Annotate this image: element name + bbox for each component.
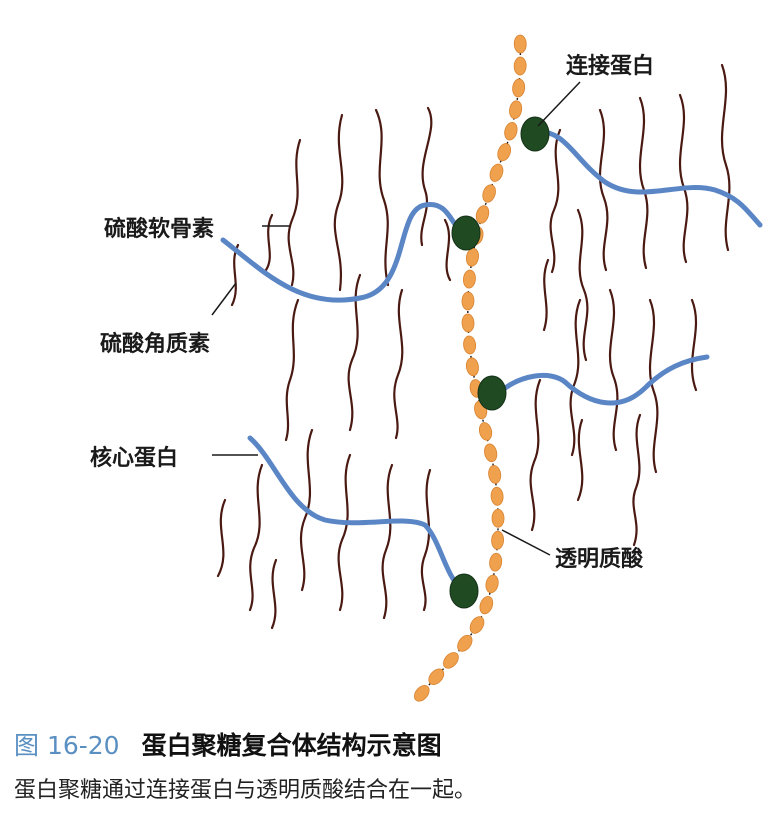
label-core-protein: 核心蛋白 [90, 446, 179, 471]
hyaluronic-acid-bead [509, 100, 523, 120]
hyaluronic-acid-bead [461, 313, 475, 333]
gag-chain [284, 298, 300, 442]
gag-chain [333, 113, 344, 292]
gag-chain [690, 298, 698, 392]
gag-chain [420, 106, 433, 247]
gag-chain [608, 288, 619, 452]
gag-chain [420, 468, 432, 612]
link-protein-node [449, 573, 479, 609]
leader-hyaluronic [501, 529, 551, 556]
gag-chain [678, 93, 689, 264]
hyaluronic-acid-bead [465, 247, 479, 267]
gag-chain [529, 378, 542, 532]
hyaluronic-acid-bead [482, 184, 496, 203]
core-protein-strand [247, 435, 465, 593]
hyaluronic-acid-bead [479, 595, 494, 615]
hyaluronic-acid-bead [462, 269, 476, 289]
proteoglycan-aggregate-diagram [211, 34, 763, 702]
core-protein-strand [220, 202, 467, 303]
gag-chain [287, 138, 302, 287]
link-protein-node [451, 215, 481, 251]
figure-description: 蛋白聚糖通过连接蛋白与透明质酸结合在一起。 [14, 778, 477, 803]
hyaluronic-acid-bead [513, 56, 527, 76]
hyaluronic-acid-bead [465, 357, 479, 377]
figure-number: 图 16-20 [14, 731, 120, 760]
link-protein-node [520, 116, 550, 152]
gag-side-chains [216, 63, 731, 630]
link-proteins [449, 116, 550, 609]
leader-link-protein [537, 81, 581, 127]
gag-chain [542, 258, 550, 332]
gag-chain [648, 298, 659, 474]
hyaluronic-acid-bead [485, 574, 499, 594]
gag-chain [443, 218, 452, 282]
hyaluronic-acid-bead [489, 552, 503, 572]
hyaluronic-acid-bead [491, 508, 505, 528]
hyaluronic-acid-bead [478, 422, 493, 441]
label-chondroitin-sulfate: 硫酸软骨素 [104, 217, 215, 242]
hyaluronic-acid-bead [513, 34, 527, 54]
core-protein-strand [497, 354, 710, 406]
gag-chain [632, 413, 642, 547]
gag-chain [393, 288, 404, 440]
caption-heading: 图 16-20 蛋白聚糖复合体结构示意图 [14, 728, 754, 764]
gag-chain [264, 213, 274, 272]
hyaluronic-acid-bead [469, 616, 485, 634]
leader-lines [211, 81, 581, 556]
hyaluronic-acid-bead [475, 205, 490, 224]
hyaluronic-acid-bead [461, 291, 475, 311]
gag-chain [576, 208, 589, 362]
gag-chain [598, 108, 609, 272]
hyaluronic-acid-bead [488, 465, 502, 484]
gag-chain [299, 428, 314, 592]
figure-caption: 图 16-20 蛋白聚糖复合体结构示意图 蛋白聚糖通过连接蛋白与透明质酸结合在一起… [14, 728, 754, 808]
gag-chain [216, 498, 227, 578]
gag-chain [374, 108, 390, 287]
label-link-protein: 连接蛋白 [566, 54, 655, 79]
hyaluronic-acid-bead [463, 335, 477, 355]
gag-chain [270, 558, 278, 630]
hyaluronic-acid-bead [428, 668, 445, 685]
hyaluronic-acid-bead [443, 652, 459, 669]
hyaluronic-acid-bead [489, 163, 504, 182]
hyaluronic-acid-chain [414, 34, 527, 702]
core-protein-strand [535, 129, 763, 228]
label-hyaluronic-acid: 透明质酸 [555, 547, 644, 572]
hyaluronic-acid-beads [414, 34, 527, 702]
hyaluronic-acid-bead [512, 78, 526, 98]
hyaluronic-acid-bead [490, 486, 504, 506]
figure-title: 蛋白聚糖复合体结构示意图 [141, 731, 442, 760]
hyaluronic-acid-bead [504, 121, 518, 141]
hyaluronic-acid-bead [491, 530, 504, 550]
leader-keratan [211, 282, 237, 316]
link-protein-node [477, 375, 507, 411]
gag-chain [381, 463, 394, 620]
label-keratan-sulfate: 硫酸角质素 [100, 332, 211, 357]
gag-chain [638, 96, 649, 270]
gag-chain [549, 128, 562, 274]
hyaluronic-acid-bead [497, 143, 512, 162]
gag-chain [576, 418, 584, 502]
gag-chain [720, 63, 731, 252]
hyaluronic-acid-bead [414, 684, 430, 702]
core-proteins [220, 129, 763, 593]
hyaluronic-acid-bead [457, 634, 473, 652]
gag-chain [337, 453, 352, 612]
hyaluronic-acid-bead [484, 443, 498, 463]
gag-chain [248, 463, 264, 612]
gag-chain [569, 298, 582, 457]
